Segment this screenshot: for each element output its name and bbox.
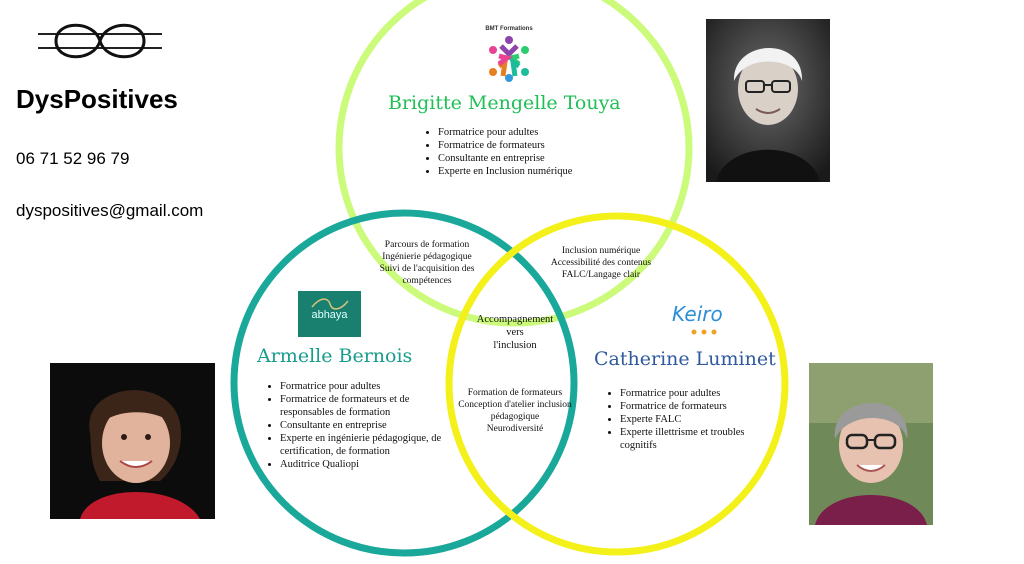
brigitte-role: Formatrice de formateurs [438, 139, 624, 152]
overlap-item: Accessibilité des contenus [550, 258, 652, 268]
overlap-item: Suivi de l'acquisition des compétences [379, 264, 475, 286]
brigitte-role: Formatrice pour adultes [438, 126, 624, 139]
brand-title: DysPositives [16, 84, 178, 114]
overlap-item: Formation de formateurs [467, 388, 563, 398]
keiro-logo-label: Keiro [672, 302, 723, 326]
bmt-logo-label: BMT Formations [485, 26, 533, 32]
center-item: Accompagnement [476, 314, 554, 325]
overlap-center: Accompagnement vers l'inclusion [460, 313, 570, 352]
brigitte-role: Consultante en entreprise [438, 152, 624, 165]
armelle-name: Armelle Bernois [257, 345, 413, 367]
abhaya-logo-label: abhaya [311, 309, 348, 321]
portrait-armelle [50, 363, 215, 519]
armelle-role: Consultante en entreprise [280, 419, 456, 432]
brigitte-role: Experte en Inclusion numérique [438, 165, 624, 178]
overlap-item: Inclusion numérique [561, 246, 641, 256]
armelle-role: Formatrice pour adultes [280, 380, 456, 393]
armelle-role: Auditrice Qualiopi [280, 458, 456, 471]
catherine-role: Experte illettrisme et troubles cognitif… [620, 426, 776, 452]
abhaya-logo: abhaya [298, 291, 361, 337]
portrait-brigitte [706, 19, 830, 182]
catherine-name: Catherine Luminet [594, 348, 776, 370]
circle-brigitte [335, 0, 693, 327]
email-address[interactable]: dyspositives@gmail.com [16, 201, 204, 220]
infinity-knot-icon [38, 23, 162, 59]
armelle-roles: Formatrice pour adultes Formatrice de fo… [266, 380, 456, 471]
circle-armelle [230, 209, 578, 557]
catherine-roles: Formatrice pour adultes Formatrice de fo… [606, 387, 776, 452]
overlap-item: FALC/Langage clair [561, 270, 641, 280]
overlap-item: Neurodiversité [486, 424, 544, 434]
catherine-role: Formatrice de formateurs [620, 400, 776, 413]
phone-number[interactable]: 06 71 52 96 79 [16, 149, 130, 168]
photo-armelle [50, 363, 215, 519]
overlap-item: Parcours de formation [384, 240, 470, 250]
photo-catherine [809, 363, 933, 525]
people-circle-icon [489, 36, 529, 82]
armelle-role: Formatrice de formateurs et de responsab… [280, 393, 456, 419]
overlap-brigitte-armelle: Parcours de formation Ingénierie pédagog… [362, 239, 492, 287]
brigitte-roles: Formatrice pour adultes Formatrice de fo… [424, 126, 624, 178]
bmt-formations-logo: BMT Formations [474, 26, 544, 90]
keiro-logo: Keiro [668, 300, 732, 340]
brigitte-name: Brigitte Mengelle Touya [388, 92, 621, 114]
photo-brigitte [706, 19, 830, 182]
dots-icon [691, 329, 717, 335]
center-item: vers [506, 327, 524, 338]
overlap-item: Ingénierie pédagogique [382, 252, 472, 262]
overlap-brigitte-catherine: Inclusion numérique Accessibilité des co… [536, 245, 666, 281]
overlap-armelle-catherine: Formation de formateurs Conception d'ate… [450, 387, 580, 435]
overlap-item: Conception d'atelier inclusion pédagogiq… [458, 400, 572, 422]
center-item: l'inclusion [493, 340, 537, 351]
brand-logo [36, 14, 164, 68]
catherine-role: Formatrice pour adultes [620, 387, 776, 400]
armelle-role: Experte en ingénierie pédagogique, de ce… [280, 432, 456, 458]
wave-icon [311, 298, 349, 310]
portrait-catherine [809, 363, 933, 525]
circle-catherine [445, 212, 789, 556]
catherine-role: Experte FALC [620, 413, 776, 426]
